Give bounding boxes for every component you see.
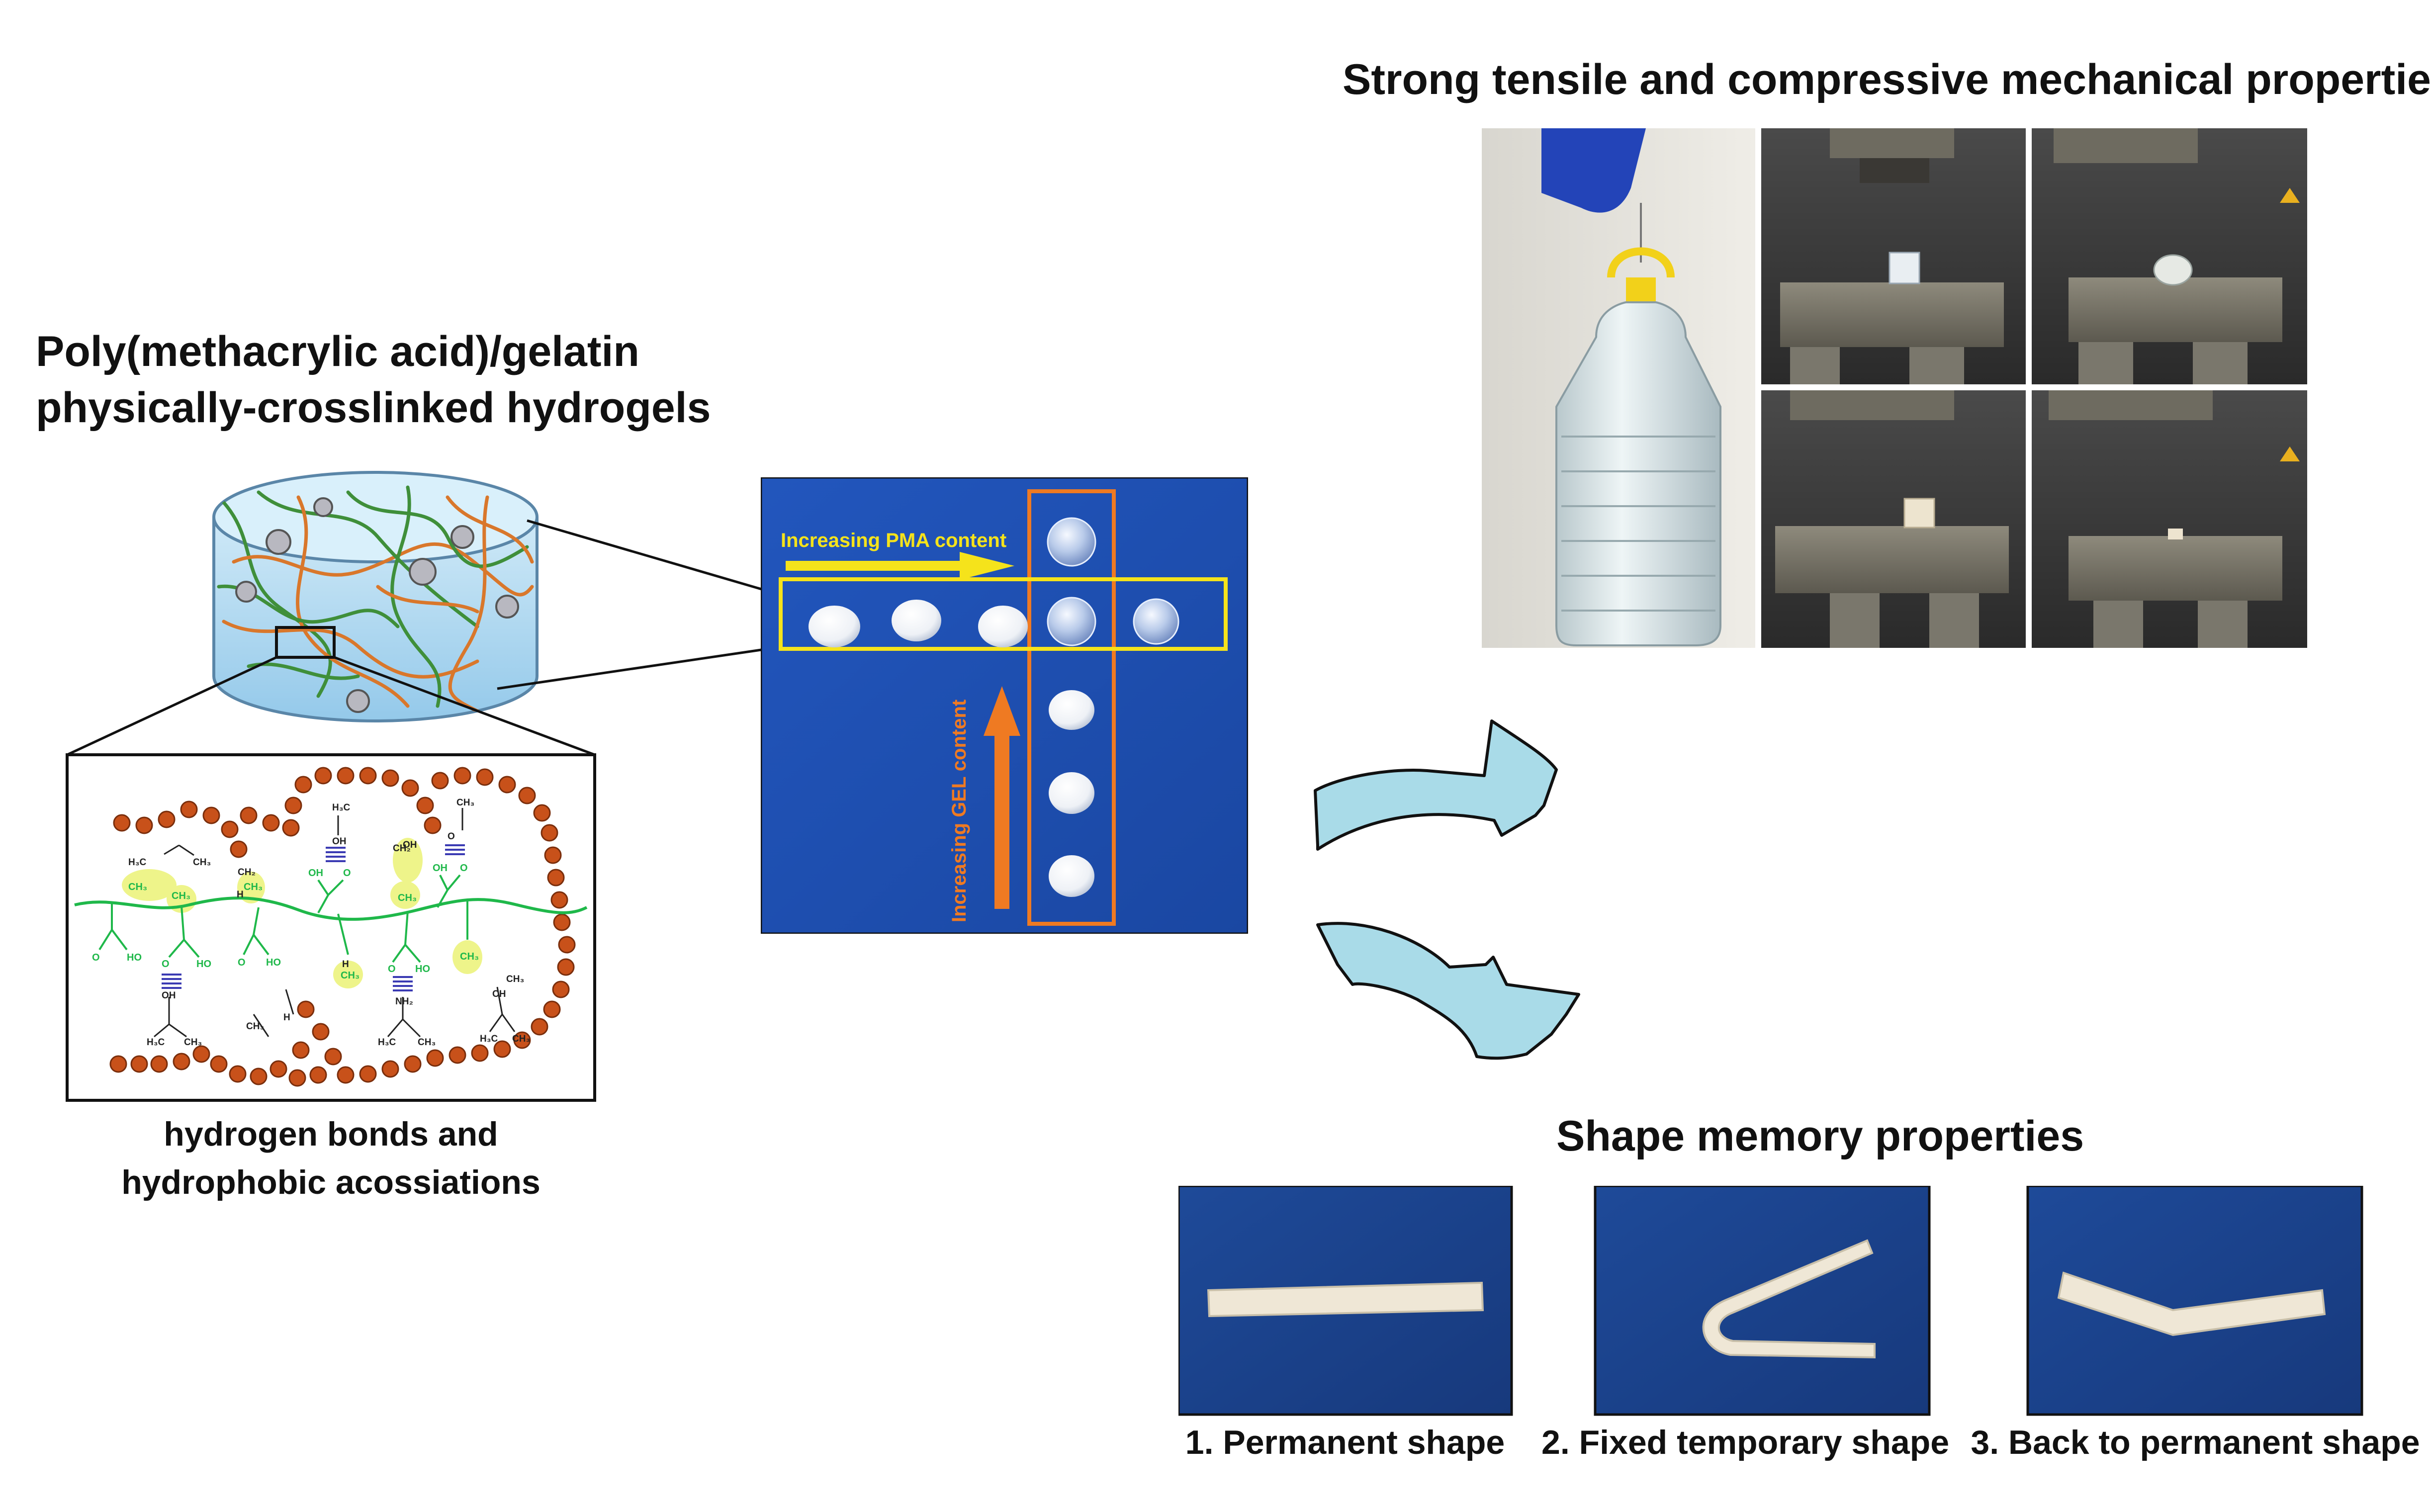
water-bottle (1555, 301, 1721, 646)
zoom-box (275, 626, 336, 659)
sample-ball (1047, 517, 1096, 567)
shape-memory-title: Shape memory properties (1556, 1112, 2084, 1160)
svg-text:O: O (92, 952, 100, 963)
gel-arrow (984, 686, 1020, 909)
compression-photo-1 (1761, 128, 2026, 384)
svg-text:CH₂: CH₂ (393, 843, 411, 854)
svg-text:OH: OH (403, 840, 417, 850)
gelatin-labels: H₃C CH₃ CH₂ H₃C OH CH₂ CH₃ O H OH H OH H… (128, 798, 530, 1048)
arrow-to-mechanical (1314, 719, 1558, 851)
gelatin-chain-dots (109, 767, 576, 1087)
svg-text:H₃C: H₃C (147, 1037, 165, 1048)
svg-text:OH: OH (332, 836, 347, 847)
left-title-line1: Poly(methacrylic acid)/gelatin (36, 328, 639, 375)
sample-ball (892, 600, 941, 641)
svg-text:HO: HO (415, 964, 430, 975)
sample-ball (1049, 772, 1094, 814)
compression-photo-2 (2032, 128, 2307, 384)
shape-memory-photos (1178, 1186, 2363, 1416)
shape-caption-2: 2. Fixed temporary shape (1541, 1423, 1950, 1461)
crosslink-clusters (235, 497, 519, 713)
svg-text:CH₃: CH₃ (506, 974, 524, 984)
svg-text:HO: HO (127, 952, 142, 963)
shape-caption-3: 3. Back to permanent shape (1971, 1423, 2420, 1461)
pma-label: Increasing PMA content (781, 530, 1006, 551)
svg-text:CH: CH (492, 989, 506, 999)
pma-side-groups (98, 874, 468, 963)
shape-photo-2 (1594, 1186, 1931, 1416)
svg-text:O: O (388, 964, 396, 975)
hydrogel-samples-photo: Increasing PMA content Increasing GEL co… (761, 477, 1248, 934)
zoom-caption-line1: hydrogen bonds and (164, 1115, 498, 1153)
compression-photo-3 (1761, 390, 2026, 648)
gelatin-side-groups (154, 808, 516, 1038)
pma-backbone (74, 896, 588, 921)
sample-ball (978, 606, 1028, 647)
pma-arrow (786, 552, 1014, 580)
svg-text:CH₃: CH₃ (418, 1037, 436, 1048)
svg-text:CH₃: CH₃ (512, 1034, 530, 1044)
svg-text:CH₃: CH₃ (398, 892, 417, 903)
compression-photo-4 (2032, 390, 2307, 648)
pma-labels: CH₃ CH₃ CH₃ CH₃ CH₃ CH₃ O HO O HO O HO O… (92, 863, 479, 981)
svg-text:OH: OH (162, 990, 176, 1001)
shape-photo-3 (2026, 1186, 2363, 1416)
mechanical-photos (1482, 128, 2307, 648)
svg-text:HO: HO (196, 959, 211, 970)
svg-text:CH₃: CH₃ (341, 970, 360, 981)
svg-text:CH₂: CH₂ (238, 867, 256, 878)
sample-ball (1049, 855, 1094, 897)
shape-photo-1 (1178, 1186, 1513, 1416)
svg-text:CH₃: CH₃ (184, 1037, 202, 1048)
svg-text:O: O (460, 863, 468, 874)
svg-text:O: O (238, 957, 246, 968)
svg-text:H₃C: H₃C (378, 1037, 396, 1048)
sample-ball (1133, 598, 1179, 645)
gel-column-box (1027, 489, 1116, 926)
svg-text:O: O (343, 868, 351, 879)
svg-text:CH₃: CH₃ (456, 798, 474, 808)
svg-text:O: O (162, 959, 170, 970)
svg-text:O: O (448, 831, 455, 842)
svg-text:CH₃: CH₃ (244, 882, 263, 892)
glove (1541, 128, 1646, 213)
pma-row-box (779, 577, 1228, 651)
left-title-line2: physically-crosslinked hydrogels (36, 384, 711, 432)
svg-text:H₃C: H₃C (480, 1034, 498, 1044)
svg-text:CH₃: CH₃ (246, 1021, 264, 1032)
svg-text:OH: OH (308, 868, 323, 879)
svg-text:CH₃: CH₃ (460, 951, 479, 962)
svg-text:H₃C: H₃C (128, 857, 147, 868)
svg-text:H: H (237, 889, 244, 900)
sample-ball (1049, 690, 1094, 730)
svg-text:H: H (342, 959, 349, 970)
svg-text:H₃C: H₃C (332, 802, 351, 813)
svg-text:NH₂: NH₂ (395, 996, 413, 1007)
svg-text:CH₃: CH₃ (172, 890, 190, 901)
sample-ball (809, 606, 860, 647)
svg-text:HO: HO (266, 957, 281, 968)
arrow-to-shape-memory (1316, 922, 1580, 1060)
zoom-caption-line2: hydrophobic acossiations (121, 1163, 540, 1201)
svg-text:H: H (283, 1012, 290, 1023)
svg-text:CH₃: CH₃ (193, 857, 211, 868)
gel-label: Increasing GEL content (948, 700, 970, 922)
mechanical-title: Strong tensile and compressive mechanica… (1343, 56, 2431, 103)
svg-text:OH: OH (433, 863, 448, 874)
sample-ball (1047, 597, 1096, 646)
svg-text:CH₃: CH₃ (128, 882, 147, 892)
hydrogen-bond-marks (162, 844, 465, 991)
shape-caption-1: 1. Permanent shape (1185, 1423, 1505, 1461)
